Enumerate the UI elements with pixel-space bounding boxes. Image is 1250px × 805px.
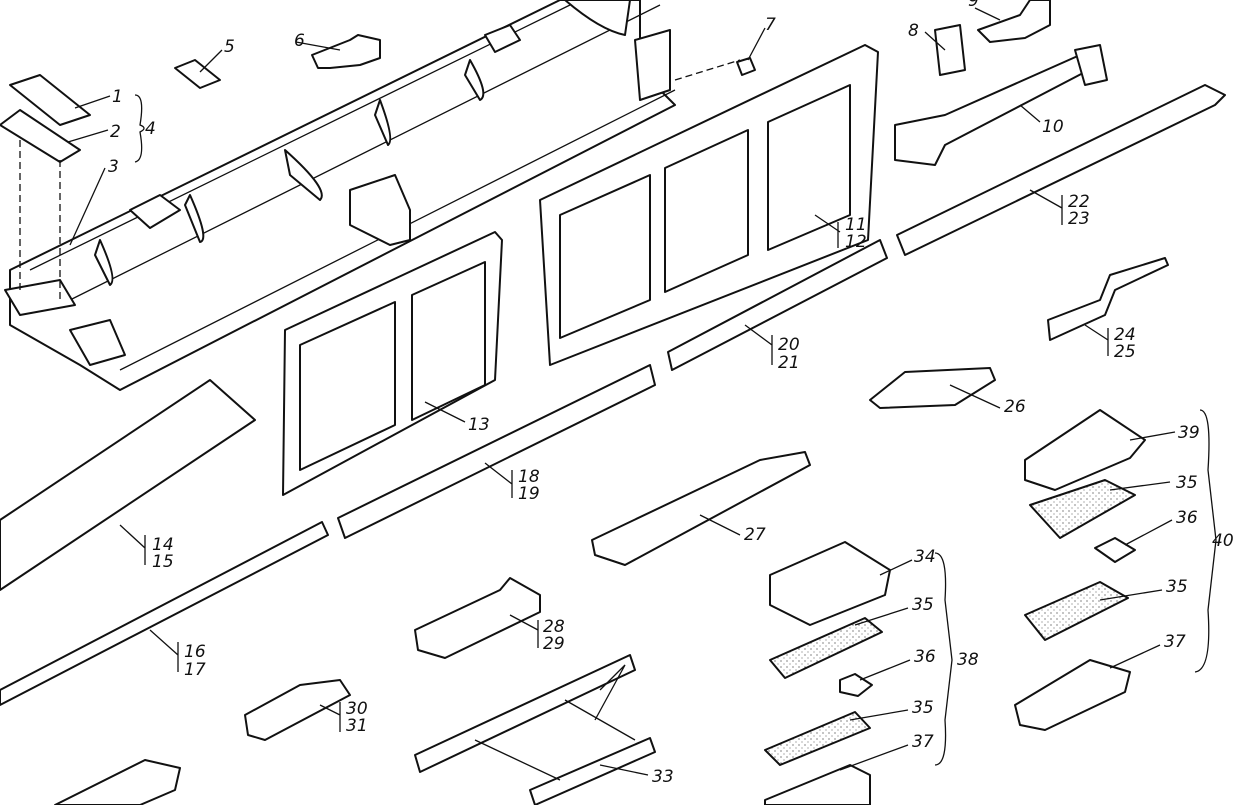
hinge-9 xyxy=(977,0,1051,43)
label-27: 27 xyxy=(744,525,766,545)
label-13: 13 xyxy=(468,415,490,435)
label-35b: 35 xyxy=(912,698,934,718)
plate-26 xyxy=(869,367,996,409)
label-24: 24 xyxy=(1114,325,1136,345)
label-1: 1 xyxy=(112,87,123,107)
label-11: 11 xyxy=(845,215,867,235)
label-36a: 36 xyxy=(914,647,936,667)
label-33: 33 xyxy=(652,767,674,787)
label-7: 7 xyxy=(765,15,776,35)
label-23: 23 xyxy=(1068,209,1090,229)
label-9: 9 xyxy=(968,0,979,11)
label-15: 15 xyxy=(152,552,174,572)
label-28: 28 xyxy=(543,617,565,637)
bar-18 xyxy=(337,364,656,539)
part-5 xyxy=(174,59,221,89)
label-16: 16 xyxy=(184,642,206,662)
label-37a: 37 xyxy=(912,732,934,752)
frame-33 xyxy=(414,654,656,805)
stack-40 xyxy=(1014,409,1217,731)
label-39: 39 xyxy=(1178,423,1200,443)
stack-38 xyxy=(764,541,953,805)
slide-bottom xyxy=(54,759,181,805)
label-21: 21 xyxy=(778,353,800,373)
part-labels: 1 2 3 4 5 6 7 8 9 10 11 12 13 14 15 16 1… xyxy=(108,0,1234,787)
label-17: 17 xyxy=(184,660,206,680)
label-31: 31 xyxy=(346,716,368,736)
label-37b: 37 xyxy=(1164,632,1186,652)
label-6: 6 xyxy=(294,31,305,51)
label-35c: 35 xyxy=(1176,473,1198,493)
bracket-24 xyxy=(1047,257,1169,341)
label-38: 38 xyxy=(957,650,979,670)
plate-8 xyxy=(934,24,966,76)
frame-11-12 xyxy=(539,44,879,366)
slide-30 xyxy=(244,679,351,741)
label-22: 22 xyxy=(1068,192,1090,212)
frame-13 xyxy=(282,231,503,496)
label-14: 14 xyxy=(152,535,174,555)
label-4: 4 xyxy=(145,119,156,139)
label-10: 10 xyxy=(1042,117,1064,137)
bar-14 xyxy=(0,379,256,591)
label-35d: 35 xyxy=(1166,577,1188,597)
label-12: 12 xyxy=(845,232,867,252)
tube-10 xyxy=(894,44,1108,166)
bar-16 xyxy=(0,521,329,706)
bar-20 xyxy=(667,239,888,371)
label-25: 25 xyxy=(1114,342,1136,362)
slide-27 xyxy=(591,451,811,566)
label-8: 8 xyxy=(908,21,919,41)
label-3: 3 xyxy=(108,157,119,177)
bar-22 xyxy=(896,84,1226,256)
label-19: 19 xyxy=(518,484,540,504)
label-36b: 36 xyxy=(1176,508,1198,528)
label-34: 34 xyxy=(914,547,936,567)
label-20: 20 xyxy=(778,335,800,355)
main-tray xyxy=(4,0,676,391)
dash-7 xyxy=(674,59,741,81)
label-29: 29 xyxy=(543,634,565,654)
label-2: 2 xyxy=(110,122,121,142)
plate-1-2 xyxy=(0,74,91,300)
label-26: 26 xyxy=(1004,397,1026,417)
label-18: 18 xyxy=(518,467,540,487)
leader-lines xyxy=(67,7,1176,776)
slide-28 xyxy=(414,577,541,659)
label-40: 40 xyxy=(1212,531,1234,551)
label-35a: 35 xyxy=(912,595,934,615)
label-30: 30 xyxy=(346,699,368,719)
label-5: 5 xyxy=(224,37,235,57)
bolt-7 xyxy=(736,57,756,76)
hinge-6 xyxy=(311,34,381,69)
